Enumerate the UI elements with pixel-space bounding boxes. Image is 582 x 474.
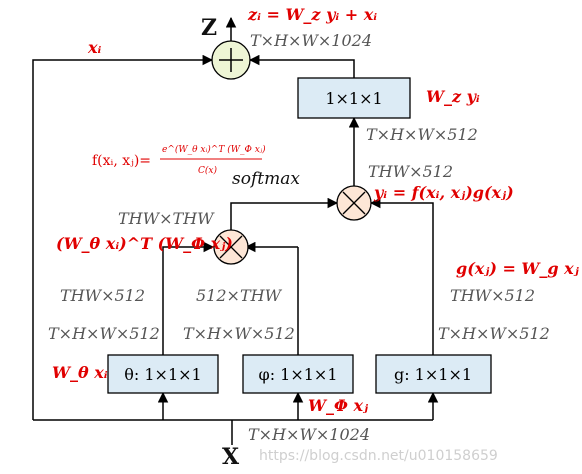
wz-to-plus [248, 54, 355, 78]
theta-formula: W_θ xᵢ [52, 363, 108, 382]
phi-out-dims: T×H×W×512 [183, 324, 295, 343]
g-formula: g(xⱼ) = W_g xⱼ [456, 259, 580, 278]
f-denominator: C(x) [198, 165, 217, 176]
residual-label: xᵢ [87, 38, 102, 57]
softmax-label: softmax [232, 169, 300, 189]
z-dims: T×H×W×1024 [250, 31, 372, 50]
phi-reshape-dims: 512×THW [196, 286, 283, 305]
phi-box-label: φ: 1×1×1 [258, 365, 337, 384]
theta-out-dims: T×H×W×512 [48, 324, 160, 343]
theta-to-times [162, 241, 215, 355]
g-box: g: 1×1×1 [375, 354, 492, 394]
phi-formula: W_Φ xⱼ [308, 396, 369, 415]
y-formula: yᵢ = f(xᵢ, xⱼ)g(xⱼ) [373, 183, 514, 202]
times-op-affinity [213, 229, 249, 265]
x-label: X [222, 444, 240, 470]
times-op-output [336, 185, 372, 221]
theta-reshape-dims: THW×512 [60, 286, 145, 305]
affinity-dims: THW×THW [118, 209, 215, 228]
residual-path [32, 54, 214, 420]
phi-box: φ: 1×1×1 [242, 354, 354, 394]
f-lhs: f(xᵢ, xⱼ)= [92, 153, 151, 169]
theta-phi-formula: (W_θ xᵢ)^T (W_Φ xⱼ) [56, 234, 233, 253]
affinity-to-times [230, 197, 339, 230]
z-formula: zᵢ = W_z yᵢ + xᵢ [247, 5, 377, 24]
g-to-times [369, 197, 434, 355]
y-out-dims: THW×512 [368, 162, 453, 181]
wz-box-label: 1×1×1 [325, 89, 382, 108]
theta-box-label: θ: 1×1×1 [124, 365, 201, 384]
x-dims: T×H×W×1024 [248, 425, 370, 444]
wz-formula: W_z yᵢ [426, 87, 480, 106]
z-label: Z [201, 15, 217, 41]
theta-box: θ: 1×1×1 [107, 354, 219, 394]
plus-op [211, 40, 251, 80]
wz-box: 1×1×1 [297, 77, 411, 119]
f-numerator: e^(W_θ xᵢ)^T (W_Φ xⱼ) [162, 144, 266, 155]
g-reshape-dims: THW×512 [450, 286, 535, 305]
wz-in-dims: T×H×W×512 [366, 125, 478, 144]
g-out-dims: T×H×W×512 [438, 324, 550, 343]
g-box-label: g: 1×1×1 [394, 365, 472, 384]
connectors [32, 16, 439, 445]
watermark: https://blog.csdn.net/u010158659 [259, 448, 498, 464]
